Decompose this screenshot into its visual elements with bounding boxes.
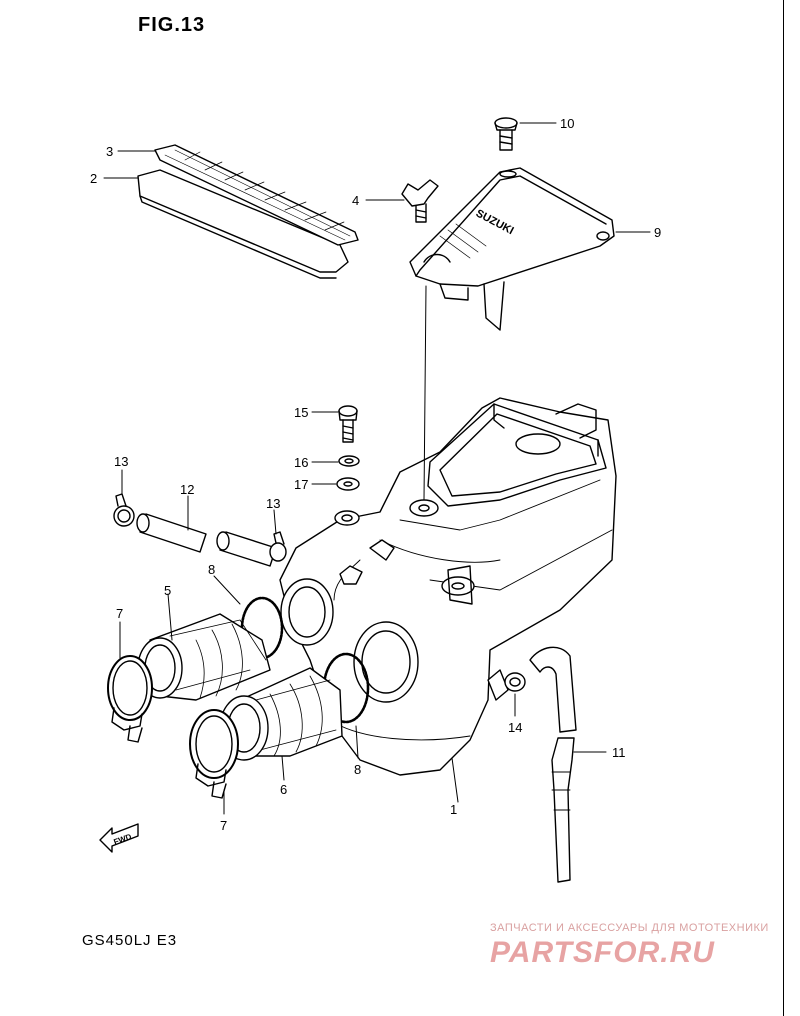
callout-1: 1 xyxy=(450,802,457,817)
callout-15: 15 xyxy=(294,405,308,420)
figure-title: FIG.13 xyxy=(138,14,206,36)
part-1-air-cleaner-case xyxy=(279,397,617,776)
leader-lines xyxy=(103,122,651,815)
callout-17: 17 xyxy=(294,477,308,492)
callout-8b: 8 xyxy=(354,762,361,777)
part-5-intake-pipe xyxy=(137,613,271,701)
callout-10: 10 xyxy=(560,116,574,131)
part-15-bolt xyxy=(338,405,358,443)
model-code: GS450LJ E3 xyxy=(82,932,178,949)
callout-11: 11 xyxy=(612,745,626,760)
part-13-clip xyxy=(113,493,287,562)
callout-9: 9 xyxy=(654,225,661,240)
page-edge-rule xyxy=(783,0,784,1016)
callout-numbers: 1 2 3 4 5 6 7 7 8 8 9 10 11 12 13 13 14 … xyxy=(90,116,661,833)
fwd-arrow-icon: FWD xyxy=(99,823,139,853)
callout-7b: 7 xyxy=(220,818,227,833)
callout-4: 4 xyxy=(352,193,359,208)
callout-3: 3 xyxy=(106,144,113,159)
callout-5: 5 xyxy=(164,583,171,598)
part-12-breather-pipe xyxy=(136,513,277,567)
part-10-screw xyxy=(494,117,518,151)
callout-2: 2 xyxy=(90,171,97,186)
part-17-washer xyxy=(336,477,360,491)
part-11-drain-hose xyxy=(529,646,577,883)
watermark-logo: PARTSFOR.RU xyxy=(490,936,715,969)
part-4-wing-bolt xyxy=(401,179,439,223)
part-9-cover xyxy=(409,167,615,331)
callout-13: 13 xyxy=(114,454,128,469)
callout-7: 7 xyxy=(116,606,123,621)
part-2-filter-element xyxy=(137,169,349,279)
callout-13b: 13 xyxy=(266,496,280,511)
part-7-clamp xyxy=(107,655,239,799)
part-3-filter-screen xyxy=(154,144,359,246)
watermark-caption: ЗАПЧАСТИ И АКСЕССУАРЫ ДЛЯ МОТОТЕХНИКИ xyxy=(490,922,769,934)
part-14-clip xyxy=(504,672,526,692)
callout-12: 12 xyxy=(180,482,194,497)
callout-16: 16 xyxy=(294,455,308,470)
callout-6: 6 xyxy=(280,782,287,797)
callout-14: 14 xyxy=(508,720,522,735)
part-16-washer xyxy=(338,455,360,467)
callout-8: 8 xyxy=(208,562,215,577)
